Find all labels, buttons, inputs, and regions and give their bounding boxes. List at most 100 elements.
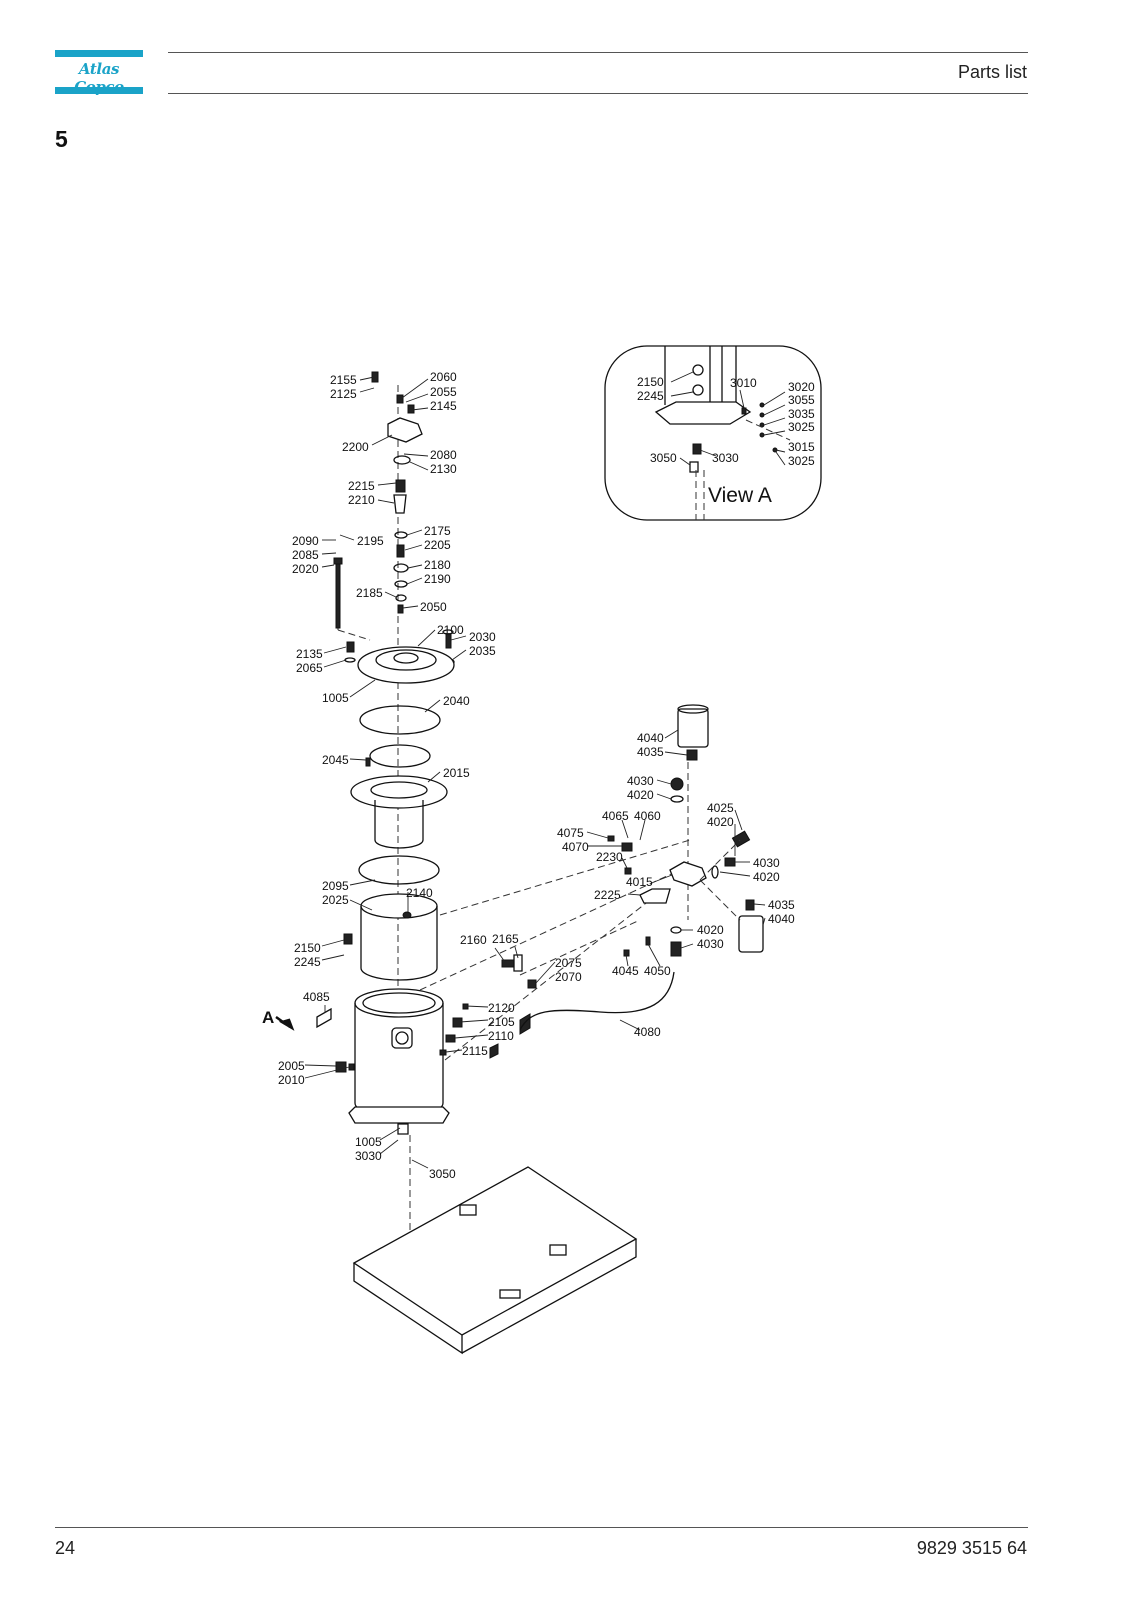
- part-callout: 4075: [557, 826, 584, 840]
- part-callout: 2140: [406, 886, 433, 900]
- part-callout: 2245: [294, 955, 321, 969]
- part-callout: 3035: [788, 407, 815, 421]
- part-callout: 2080: [430, 448, 457, 462]
- section-number: 5: [55, 126, 68, 152]
- page-number: 24: [55, 1538, 76, 1558]
- logo-top-bar: [55, 50, 143, 57]
- header-rule-top: [168, 52, 1028, 53]
- part-callout: 2035: [469, 644, 496, 658]
- main-assembly-callouts: 2155 2125 2060 2055 2145 2200 2080 2130 …: [278, 370, 661, 1181]
- part-callout: 2015: [443, 766, 470, 780]
- part-callout: 4035: [637, 745, 664, 759]
- part-callout: 4040: [768, 912, 795, 926]
- part-callout: 4030: [697, 937, 724, 951]
- part-callout: 2125: [330, 387, 357, 401]
- part-callout: 2085: [292, 548, 319, 562]
- part-callout: 2185: [356, 586, 383, 600]
- part-callout: 2155: [330, 373, 357, 387]
- document-number: 9829 3515 64: [916, 1538, 1027, 1558]
- part-callout: 3010: [730, 376, 757, 390]
- part-callout: 4020: [707, 815, 734, 829]
- part-callout: 3030: [712, 451, 739, 465]
- part-callout: 4020: [627, 788, 654, 802]
- part-callout: 2005: [278, 1059, 305, 1073]
- logo-bottom-bar: [55, 87, 143, 94]
- part-callout: 4020: [697, 923, 724, 937]
- header-rule-bottom: [168, 93, 1028, 94]
- right-assembly-callouts: 4040 4035 4030 4020 4065 4060 4025 4020 …: [557, 731, 795, 978]
- part-callout: 4040: [637, 731, 664, 745]
- part-callout: 2175: [424, 524, 451, 538]
- part-callout: 2160: [460, 933, 487, 947]
- part-callout: 1005: [355, 1135, 382, 1149]
- part-callout: 2060: [430, 370, 457, 384]
- part-callout: 4080: [634, 1025, 661, 1039]
- part-callout: 2210: [348, 493, 375, 507]
- part-callout: 2065: [296, 661, 323, 675]
- part-callout: 4065: [602, 809, 629, 823]
- part-callout: 4060: [634, 809, 661, 823]
- part-callout: 2020: [292, 562, 319, 576]
- part-callout: 2030: [469, 630, 496, 644]
- part-callout: 4035: [768, 898, 795, 912]
- part-callout: 4015: [626, 875, 653, 889]
- part-callout: 2110: [488, 1029, 514, 1043]
- part-callout: 2075: [555, 956, 582, 970]
- part-callout: 2135: [296, 647, 323, 661]
- part-callout: 2070: [555, 970, 582, 984]
- part-callout: 2200: [342, 440, 369, 454]
- view-a-arrow-icon: [275, 1015, 295, 1031]
- part-callout: 1005: [322, 691, 349, 705]
- part-callout: 2120: [488, 1001, 515, 1015]
- drawing-geometry: [316, 345, 822, 1355]
- part-callout: 3025: [788, 420, 815, 434]
- view-a-callouts: 2150 2245 3010 3020 3055 3035 3025 3015 …: [637, 375, 815, 468]
- part-callout: 2050: [420, 600, 447, 614]
- part-callout: 3020: [788, 380, 815, 394]
- leader-lines: [304, 371, 786, 1169]
- part-callout: 2230: [596, 850, 623, 864]
- part-callout: 4025: [707, 801, 734, 815]
- part-callout: 3030: [355, 1149, 382, 1163]
- part-callout: 3050: [429, 1167, 456, 1181]
- part-callout: 2225: [594, 888, 621, 902]
- part-callout: 2165: [492, 932, 519, 946]
- part-callout: 2130: [430, 462, 457, 476]
- part-callout: 2040: [443, 694, 470, 708]
- part-callout: 2045: [322, 753, 349, 767]
- part-callout: 2180: [424, 558, 451, 572]
- part-callout: 3025: [788, 454, 815, 468]
- part-callout: 2150: [294, 941, 321, 955]
- part-callout: 4085: [303, 990, 330, 1004]
- page-title: Parts list: [957, 62, 1027, 82]
- part-callout: 2145: [430, 399, 457, 413]
- part-callout: 2025: [322, 893, 349, 907]
- part-callout: 2115: [462, 1044, 488, 1058]
- part-callout: 2095: [322, 879, 349, 893]
- part-callout: 3055: [788, 393, 815, 407]
- part-callout: 4030: [753, 856, 780, 870]
- part-callout: 2205: [424, 538, 451, 552]
- part-callout: 4030: [627, 774, 654, 788]
- part-callout: 4050: [644, 964, 671, 978]
- part-callout: 2105: [488, 1015, 515, 1029]
- part-callout: 2010: [278, 1073, 305, 1087]
- part-callout: 2215: [348, 479, 375, 493]
- part-callout: 2055: [430, 385, 457, 399]
- part-callout: 2100: [437, 623, 464, 637]
- part-callout: 2195: [357, 534, 384, 548]
- atlas-copco-logo: Atlas Copco: [55, 50, 143, 96]
- part-callout: 2150: [637, 375, 664, 389]
- part-callout: 4020: [753, 870, 780, 884]
- view-a-label: View A: [708, 484, 772, 507]
- part-callout: 4070: [562, 840, 589, 854]
- view-a-arrow-label: A: [262, 1008, 274, 1027]
- part-callout: 3015: [788, 440, 815, 454]
- part-callout: 2090: [292, 534, 319, 548]
- part-callout: 2190: [424, 572, 451, 586]
- part-callout: 3050: [650, 451, 677, 465]
- footer-rule: [55, 1527, 1028, 1528]
- part-callout: 2245: [637, 389, 664, 403]
- part-callout: 4045: [612, 964, 639, 978]
